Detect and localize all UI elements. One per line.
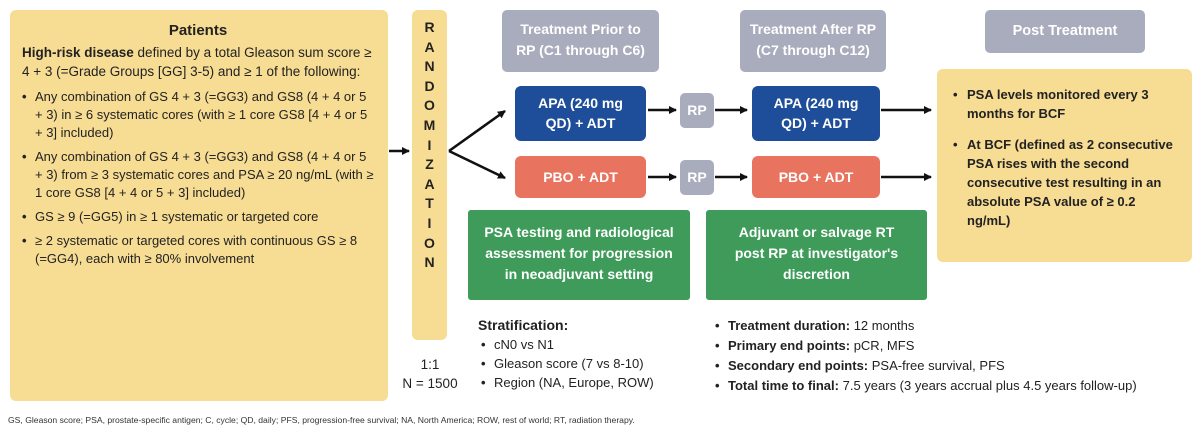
- post-treatment-list: PSA levels monitored every 3 months for …: [953, 85, 1180, 230]
- criteria-list: Any combination of GS 4 + 3 (=GG3) and G…: [22, 88, 374, 268]
- header-post-treatment: Post Treatment: [985, 10, 1145, 53]
- arm-pbo-prior: PBO + ADT: [515, 156, 646, 198]
- endpoint-value: 7.5 years (3 years accrual plus 4.5 year…: [838, 378, 1137, 393]
- endpoint-item: Total time to final: 7.5 years (3 years …: [714, 376, 1194, 396]
- patients-title: Patients: [168, 22, 228, 39]
- arm-apa-prior: APA (240 mg QD) + ADT: [515, 86, 646, 141]
- header-prior-rp: Treatment Prior to RP (C1 through C6): [502, 10, 659, 72]
- stratification-section: Stratification: cN0 vs N1 Gleason score …: [478, 315, 698, 392]
- endpoint-value: PSA-free survival, PFS: [868, 358, 1005, 373]
- rp-box-bottom: RP: [680, 160, 714, 195]
- stratification-title: Stratification:: [478, 317, 569, 333]
- footnote: GS, Gleason score; PSA, prostate-specifi…: [8, 415, 635, 425]
- header-after-rp: Treatment After RP (C7 through C12): [740, 10, 886, 72]
- stratification-list: cN0 vs N1 Gleason score (7 vs 8-10) Regi…: [480, 335, 698, 392]
- randomization-letter: N: [424, 58, 435, 75]
- endpoints-list: Treatment duration: 12 months Primary en…: [714, 316, 1194, 396]
- endpoint-value: pCR, MFS: [850, 338, 915, 353]
- psa-testing-box: PSA testing and radiological assessment …: [468, 210, 690, 300]
- endpoint-item: Treatment duration: 12 months: [714, 316, 1194, 336]
- arm-pbo-after: PBO + ADT: [752, 156, 880, 198]
- stratification-item: Gleason score (7 vs 8-10): [480, 354, 698, 373]
- endpoint-label: Treatment duration:: [728, 318, 851, 333]
- patients-lead-rest: defined by a total Gleason sum score ≥ 4…: [22, 45, 372, 79]
- randomization-letter: I: [427, 136, 432, 153]
- randomization-letter: N: [424, 254, 435, 271]
- patients-box: Patients High-risk disease defined by a …: [10, 10, 388, 401]
- arm-apa-after: APA (240 mg QD) + ADT: [752, 86, 880, 141]
- post-treatment-item: At BCF (defined as 2 consecutive PSA ris…: [953, 135, 1180, 230]
- randomization-letter: T: [425, 195, 434, 212]
- endpoint-item: Primary end points: pCR, MFS: [714, 336, 1194, 356]
- randomization-letter: Z: [425, 156, 434, 173]
- endpoint-value: 12 months: [850, 318, 915, 333]
- post-treatment-box: PSA levels monitored every 3 months for …: [937, 69, 1192, 262]
- endpoint-item: Secondary end points: PSA-free survival,…: [714, 356, 1194, 376]
- adjuvant-rt-box: Adjuvant or salvage RT post RP at invest…: [706, 210, 927, 300]
- stratification-item: cN0 vs N1: [480, 335, 698, 354]
- randomization-letter: M: [423, 116, 436, 133]
- randomization-letter: A: [424, 175, 435, 192]
- randomization-letter: I: [427, 214, 432, 231]
- randomization-ratio: 1:1: [420, 357, 440, 372]
- post-treatment-item: PSA levels monitored every 3 months for …: [953, 85, 1180, 123]
- criterion-item: Any combination of GS 4 + 3 (=GG3) and G…: [22, 88, 374, 142]
- endpoint-label: Secondary end points:: [728, 358, 869, 373]
- randomization-letter: R: [424, 19, 435, 35]
- endpoint-label: Total time to final:: [728, 378, 839, 393]
- randomization-letter: O: [424, 97, 435, 114]
- patients-lead-bold: High-risk disease: [22, 45, 134, 60]
- randomization-n: N = 1500: [402, 376, 458, 391]
- randomization-box: R A N D O M I Z A T I O N: [412, 10, 447, 340]
- randomization-letter: A: [424, 38, 435, 55]
- criterion-item: Any combination of GS 4 + 3 (=GG3) and G…: [22, 148, 374, 202]
- criterion-item: ≥ 2 systematic or targeted cores with co…: [22, 232, 374, 268]
- endpoint-label: Primary end points:: [728, 338, 851, 353]
- arrow-split-pbo: [448, 149, 506, 180]
- patients-lead: High-risk disease defined by a total Gle…: [22, 43, 374, 81]
- arrow-split-apa: [448, 109, 506, 153]
- randomization-letter: O: [424, 234, 435, 251]
- criterion-item: GS ≥ 9 (=GG5) in ≥ 1 systematic or targe…: [22, 208, 374, 226]
- randomization-letter: D: [424, 77, 435, 94]
- stratification-item: Region (NA, Europe, ROW): [480, 373, 698, 392]
- rp-box-top: RP: [680, 93, 714, 128]
